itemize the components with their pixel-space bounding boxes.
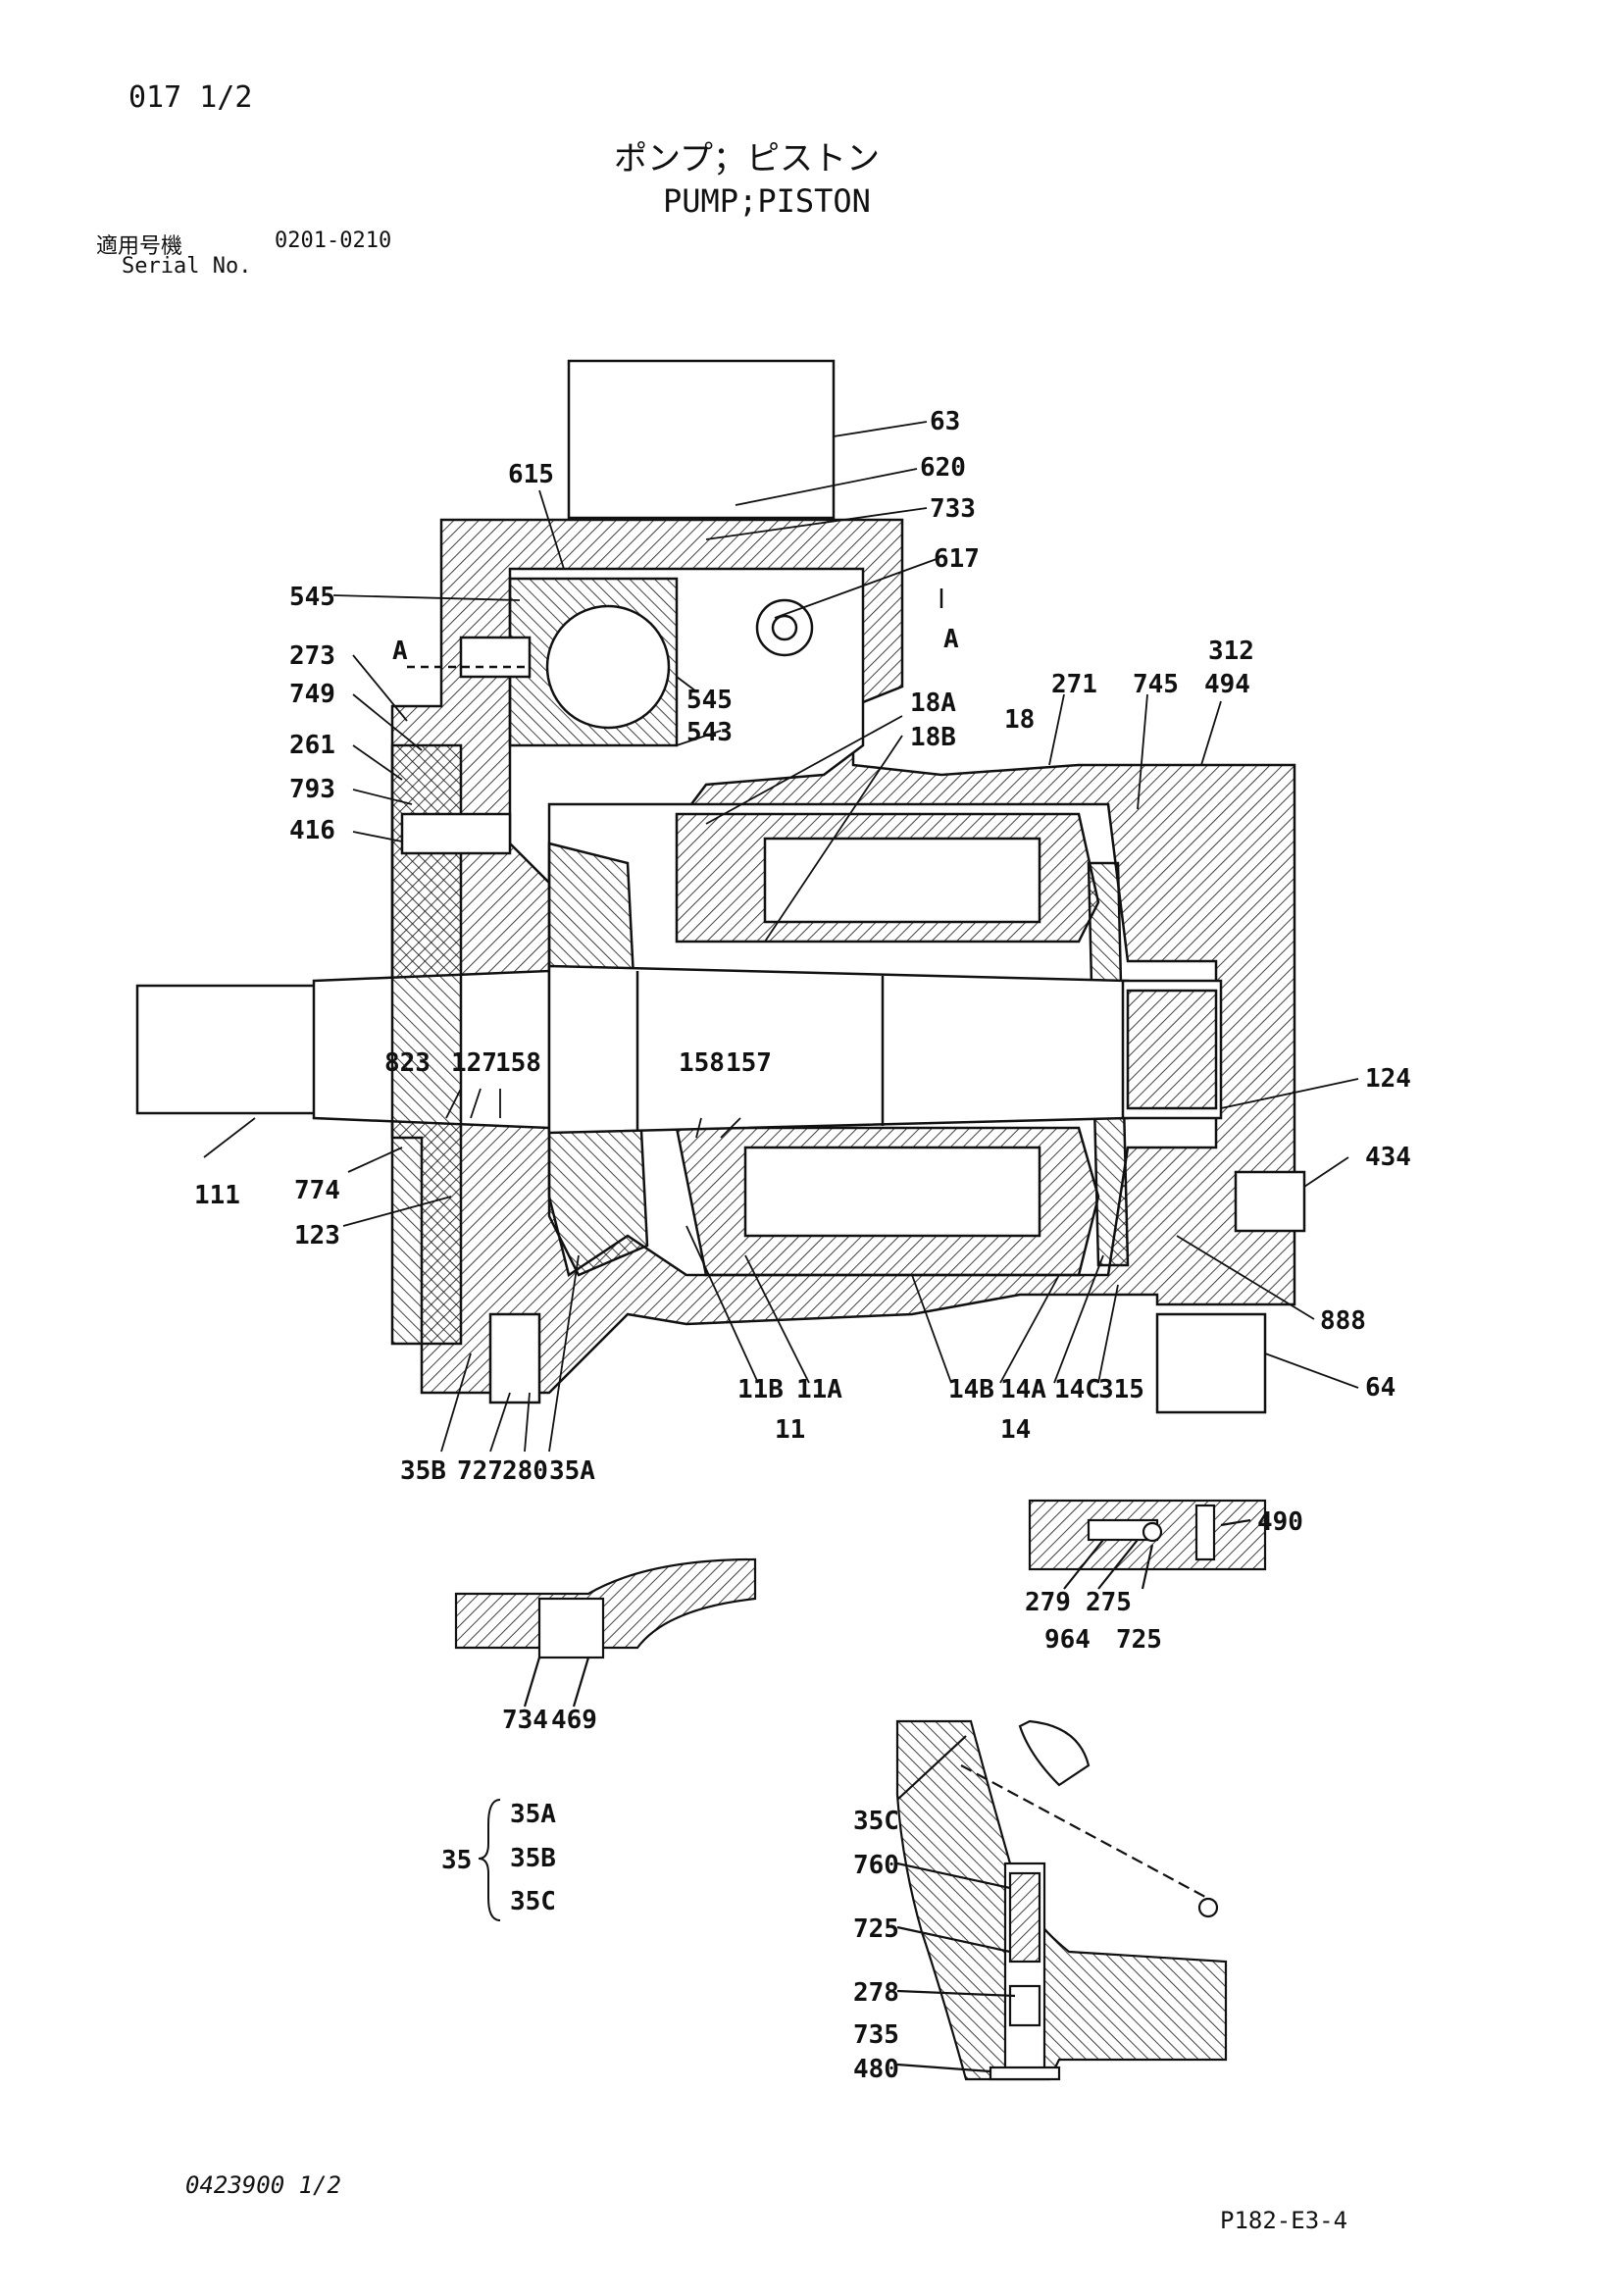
callout-543: 543 — [686, 718, 733, 747]
callout-620: 620 — [920, 453, 966, 483]
callout-14: 14 — [1000, 1415, 1031, 1445]
callout-494: 494 — [1204, 670, 1250, 699]
callout-11b: 11B — [737, 1375, 784, 1404]
callout-312: 312 — [1208, 637, 1254, 666]
callout-617: 617 — [934, 544, 980, 574]
document-number: 0423900 1/2 — [185, 2171, 341, 2199]
callout-111: 111 — [194, 1181, 240, 1210]
callout-labels: 63 620 615 733 617 545 545 543 A A 273 7… — [194, 407, 1411, 2084]
group-35-item-c: 35C — [510, 1887, 556, 1916]
callout-315: 315 — [1098, 1375, 1144, 1404]
callout-123: 123 — [294, 1221, 340, 1250]
detail-734-469 — [454, 1557, 757, 1708]
detail-35c — [895, 1719, 1228, 2081]
callout-727: 727 — [457, 1456, 503, 1486]
callout-18b: 18B — [910, 723, 956, 752]
callout-35b: 35B — [400, 1456, 446, 1486]
callout-735: 735 — [853, 2020, 899, 2050]
section-mark-a-left: A — [392, 637, 408, 666]
callout-416: 416 — [289, 816, 335, 845]
detail-490 — [1028, 1499, 1267, 1590]
callout-469: 469 — [551, 1706, 597, 1735]
callout-279: 279 — [1025, 1588, 1071, 1617]
callout-793: 793 — [289, 775, 335, 804]
callout-480: 480 — [853, 2055, 899, 2084]
serial-label-japanese: 適用号機 — [96, 234, 183, 259]
serial-label-english: Serial No. — [122, 254, 252, 279]
page-code: P182-E3-4 — [1220, 2207, 1348, 2234]
callout-760: 760 — [853, 1851, 899, 1880]
callout-545-upper: 545 — [289, 583, 335, 612]
callout-14c: 14C — [1054, 1375, 1100, 1404]
callout-11a: 11A — [796, 1375, 842, 1404]
callout-725-lower: 725 — [853, 1914, 899, 1944]
callout-823: 823 — [384, 1048, 431, 1078]
title-english: PUMP;PISTON — [663, 182, 871, 220]
callout-615: 615 — [508, 460, 554, 489]
callout-157: 157 — [726, 1048, 772, 1078]
callout-745: 745 — [1133, 670, 1179, 699]
section-mark-a-right: A — [943, 625, 959, 654]
callout-261: 261 — [289, 731, 335, 760]
callout-280: 280 — [502, 1456, 548, 1486]
callout-271: 271 — [1051, 670, 1097, 699]
leader-lines — [203, 421, 1359, 1453]
callout-11: 11 — [775, 1415, 805, 1445]
group-35-label: 35 — [441, 1846, 472, 1875]
callout-273: 273 — [289, 641, 335, 671]
callout-278: 278 — [853, 1978, 899, 2008]
callout-127: 127 — [451, 1048, 497, 1078]
valve-64-block — [1155, 1312, 1267, 1414]
callout-275: 275 — [1086, 1588, 1132, 1617]
callout-18a: 18A — [910, 689, 956, 718]
serial-range: 0201-0210 — [275, 229, 392, 253]
callout-158-front: 158 — [495, 1048, 541, 1078]
main-section — [135, 359, 1306, 1414]
callout-733: 733 — [930, 494, 976, 524]
callout-749: 749 — [289, 680, 335, 709]
callout-545-lower: 545 — [686, 686, 733, 715]
callout-774: 774 — [294, 1176, 340, 1205]
regulator-block — [567, 359, 836, 520]
callout-63: 63 — [930, 407, 960, 436]
callout-888: 888 — [1320, 1306, 1366, 1336]
title-japanese: ポンプ；ピストン — [614, 139, 880, 179]
callout-734: 734 — [502, 1706, 548, 1735]
callout-35a: 35A — [549, 1456, 595, 1486]
callout-158-rear: 158 — [679, 1048, 725, 1078]
group-35-bracket — [478, 1799, 501, 1921]
group-35-item-a: 35A — [510, 1800, 556, 1829]
callout-14b: 14B — [948, 1375, 994, 1404]
callout-964: 964 — [1044, 1625, 1091, 1655]
callout-490: 490 — [1257, 1507, 1303, 1537]
group-35-item-b: 35B — [510, 1844, 556, 1873]
page-number: 017 1/2 — [128, 80, 253, 115]
callout-124: 124 — [1365, 1064, 1411, 1094]
callout-35c: 35C — [853, 1807, 899, 1836]
callout-18: 18 — [1004, 705, 1035, 735]
callout-14a: 14A — [1000, 1375, 1046, 1404]
callout-64: 64 — [1365, 1373, 1396, 1403]
callout-434: 434 — [1365, 1143, 1411, 1172]
callout-725-detail: 725 — [1116, 1625, 1162, 1655]
